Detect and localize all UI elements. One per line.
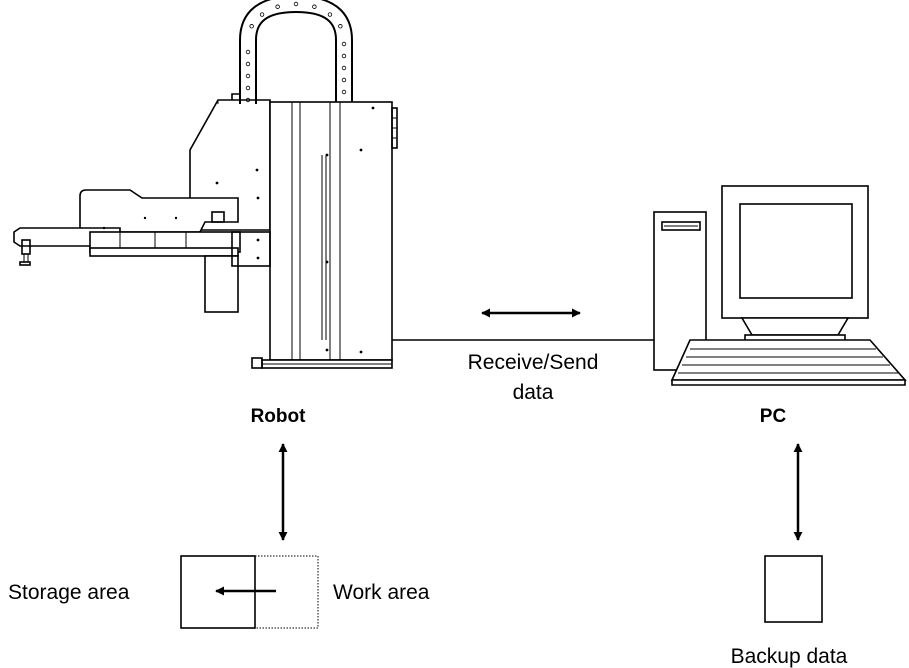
chain-link-icon	[275, 4, 280, 9]
chain-link-icon	[245, 61, 251, 67]
receive-send-label-line1: Receive/Send	[468, 351, 599, 374]
chain-link-icon	[312, 4, 317, 9]
robot-illustration	[13, 0, 398, 369]
backup-data-box	[764, 555, 823, 623]
chain-link-icon	[245, 73, 251, 79]
chain-link-icon	[341, 65, 347, 71]
chain-link-icon	[338, 24, 343, 29]
chain-link-icon	[341, 53, 347, 59]
chain-link-icon	[249, 24, 254, 29]
robot-label: Robot	[251, 406, 307, 427]
backup-data-label: Backup data	[731, 645, 848, 668]
chain-link-icon	[341, 41, 347, 47]
work-area-label: Work area	[333, 581, 430, 604]
chain-link-icon	[327, 12, 333, 17]
chain-link-icon	[245, 49, 251, 55]
cable-carrier-icon	[239, 0, 353, 104]
chain-link-icon	[245, 85, 251, 91]
storage-area-label: Storage area	[8, 581, 130, 604]
pc-illustration	[653, 185, 907, 386]
chain-link-icon	[341, 89, 347, 95]
pc-label: PC	[760, 406, 787, 427]
receive-send-label-line2: data	[513, 381, 554, 404]
chain-link-icon	[341, 77, 347, 83]
chain-link-icon	[293, 1, 299, 7]
chain-link-icon	[259, 12, 265, 17]
